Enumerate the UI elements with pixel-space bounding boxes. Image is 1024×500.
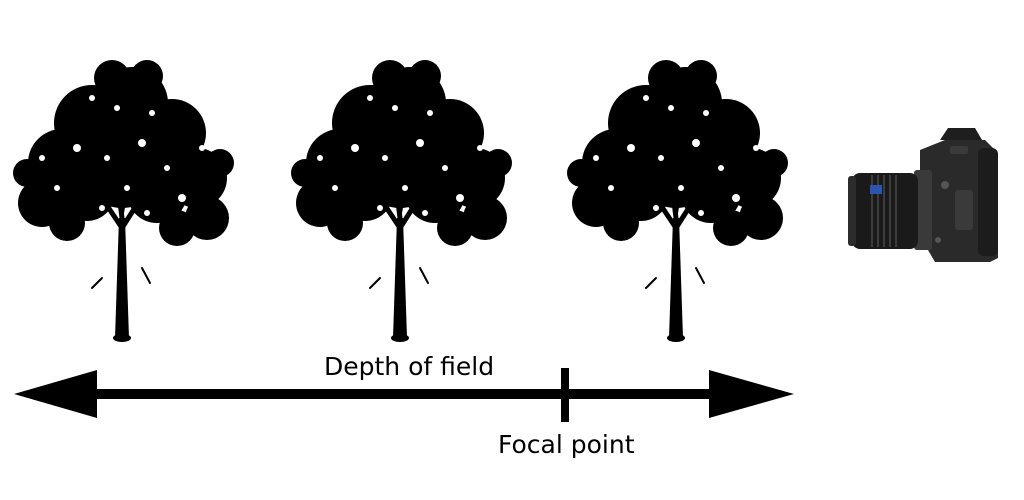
depth-of-field-label: Depth of field [324, 352, 495, 381]
camera-icon [848, 128, 998, 262]
arrow-head-left [14, 370, 97, 418]
tree-icon [567, 60, 788, 342]
tree-icon [291, 60, 512, 342]
focal-point-marker [561, 368, 569, 422]
double-headed-arrow [14, 370, 794, 418]
arrow-head-right [709, 370, 794, 418]
tree-icon [13, 60, 234, 342]
focal-point-label: Focal point [498, 430, 635, 459]
